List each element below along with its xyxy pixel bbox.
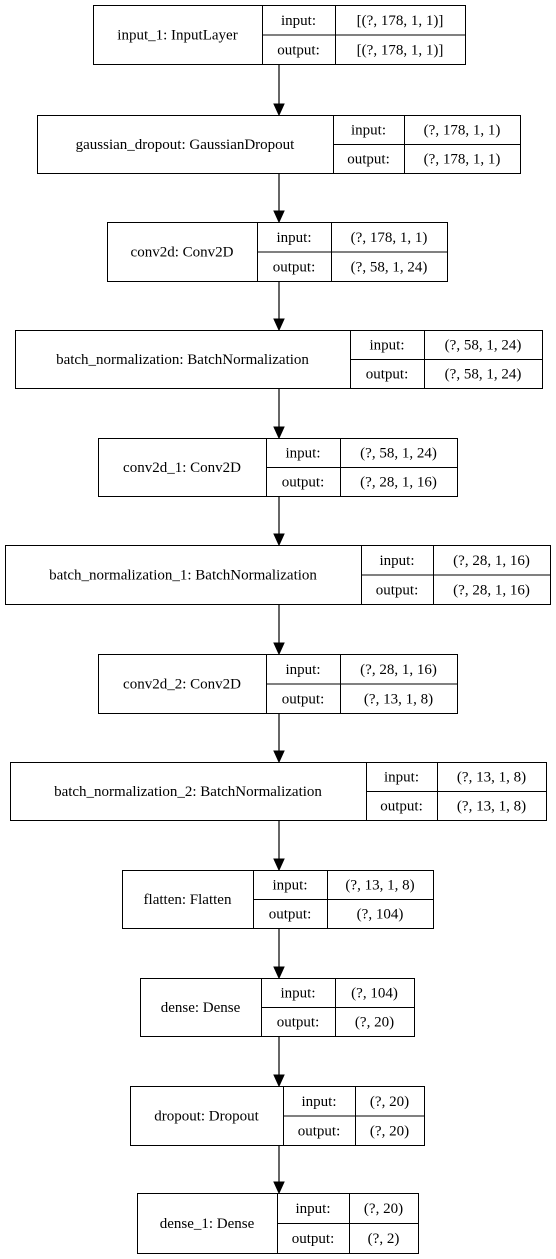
input-label: input: xyxy=(281,13,316,29)
layer-name: conv2d_2: Conv2D xyxy=(123,677,241,693)
flow-arrow xyxy=(273,65,285,117)
input-shape: (?, 13, 1, 8) xyxy=(345,878,414,894)
layer-node: dense_1: Dense input: output: (?, 20) (?, 2) xyxy=(137,1193,419,1254)
output-label: output: xyxy=(347,152,390,168)
input-label: input: xyxy=(384,770,419,786)
output-shape: (?, 20) xyxy=(355,1015,394,1031)
input-label: input: xyxy=(272,878,307,894)
output-label: output: xyxy=(269,907,312,923)
layer-name: gaussian_dropout: GaussianDropout xyxy=(76,137,296,153)
output-label: output: xyxy=(292,1231,335,1247)
layer-name: dropout: Dropout xyxy=(154,1109,259,1125)
output-shape: [(?, 178, 1, 1)] xyxy=(357,42,444,58)
output-shape: (?, 28, 1, 16) xyxy=(360,475,437,491)
output-shape: (?, 58, 1, 24) xyxy=(351,259,428,275)
output-label: output: xyxy=(273,259,316,275)
input-shape: (?, 178, 1, 1) xyxy=(351,230,428,246)
flow-arrow xyxy=(273,1037,285,1088)
output-shape: (?, 104) xyxy=(357,907,404,923)
layer-name: batch_normalization_2: BatchNormalizatio… xyxy=(54,784,322,800)
output-label: output: xyxy=(380,799,423,815)
output-label: output: xyxy=(376,582,419,598)
flow-arrow xyxy=(273,605,285,656)
input-label: input: xyxy=(295,1201,330,1217)
layer-node: gaussian_dropout: GaussianDropout input: o… xyxy=(37,115,521,174)
output-shape: (?, 20) xyxy=(370,1123,409,1139)
output-shape: (?, 28, 1, 16) xyxy=(453,582,530,598)
output-shape: (?, 58, 1, 24) xyxy=(445,367,522,383)
output-shape: (?, 13, 1, 8) xyxy=(364,691,433,707)
input-shape: [(?, 178, 1, 1)] xyxy=(357,13,444,29)
input-label: input: xyxy=(379,553,414,569)
input-label: input: xyxy=(285,446,320,462)
flow-arrow xyxy=(273,929,285,980)
layer-node: dropout: Dropout input: output: (?, 20) (?, … xyxy=(130,1086,425,1146)
input-shape: (?, 28, 1, 16) xyxy=(453,553,530,569)
output-shape: (?, 13, 1, 8) xyxy=(457,799,526,815)
input-label: input: xyxy=(280,986,315,1002)
flow-arrow xyxy=(273,282,285,332)
flow-arrow xyxy=(273,714,285,764)
input-label: input: xyxy=(276,230,311,246)
input-label: input: xyxy=(301,1094,336,1110)
flow-arrow xyxy=(273,174,285,224)
output-label: output: xyxy=(277,1015,320,1031)
layer-node: batch_normalization: BatchNormalization i… xyxy=(15,330,543,389)
input-label: input: xyxy=(285,662,320,678)
input-shape: (?, 20) xyxy=(364,1201,403,1217)
input-shape: (?, 20) xyxy=(370,1094,409,1110)
layer-node: dense: Dense input: output: (?, 104) (?, 20) xyxy=(140,978,415,1037)
input-shape: (?, 13, 1, 8) xyxy=(457,770,526,786)
output-shape: (?, 178, 1, 1) xyxy=(424,152,501,168)
output-label: output: xyxy=(277,42,320,58)
layer-name: conv2d: Conv2D xyxy=(131,245,234,261)
layer-node: batch_normalization_1: BatchNormalizatio… xyxy=(5,545,551,605)
layer-name: flatten: Flatten xyxy=(144,892,232,908)
input-label: input: xyxy=(369,338,404,354)
layer-node: input_1: InputLayer input: output: [(?, 178… xyxy=(93,5,466,65)
layer-name: conv2d_1: Conv2D xyxy=(123,460,241,476)
layer-node: conv2d_1: Conv2D input: output: (?, 58, 1, … xyxy=(98,438,458,497)
output-label: output: xyxy=(282,475,325,491)
layer-node: batch_normalization_2: BatchNormalizatio… xyxy=(10,762,547,821)
input-shape: (?, 104) xyxy=(351,986,398,1002)
flow-arrow xyxy=(273,821,285,872)
flow-arrow xyxy=(273,389,285,440)
input-shape: (?, 28, 1, 16) xyxy=(360,662,437,678)
output-label: output: xyxy=(282,691,325,707)
input-shape: (?, 58, 1, 24) xyxy=(445,338,522,354)
layer-name: batch_normalization: BatchNormalization xyxy=(56,352,309,368)
flow-arrow xyxy=(273,1146,285,1195)
layer-name: input_1: InputLayer xyxy=(117,28,237,44)
output-shape: (?, 2) xyxy=(368,1231,400,1247)
layer-name: batch_normalization_1: BatchNormalizatio… xyxy=(49,568,317,584)
layer-name: dense: Dense xyxy=(161,1000,241,1016)
flow-arrow xyxy=(273,497,285,547)
output-label: output: xyxy=(366,367,409,383)
input-shape: (?, 178, 1, 1) xyxy=(424,123,501,139)
input-shape: (?, 58, 1, 24) xyxy=(360,446,437,462)
layer-node: conv2d_2: Conv2D input: output: (?, 28, 1, … xyxy=(98,654,458,714)
output-label: output: xyxy=(298,1123,341,1139)
input-label: input: xyxy=(351,123,386,139)
layer-name: dense_1: Dense xyxy=(160,1216,255,1232)
layer-node: flatten: Flatten input: output: (?, 13, 1, … xyxy=(122,870,434,929)
layer-node: conv2d: Conv2D input: output: (?, 178, 1, 1… xyxy=(107,222,448,282)
